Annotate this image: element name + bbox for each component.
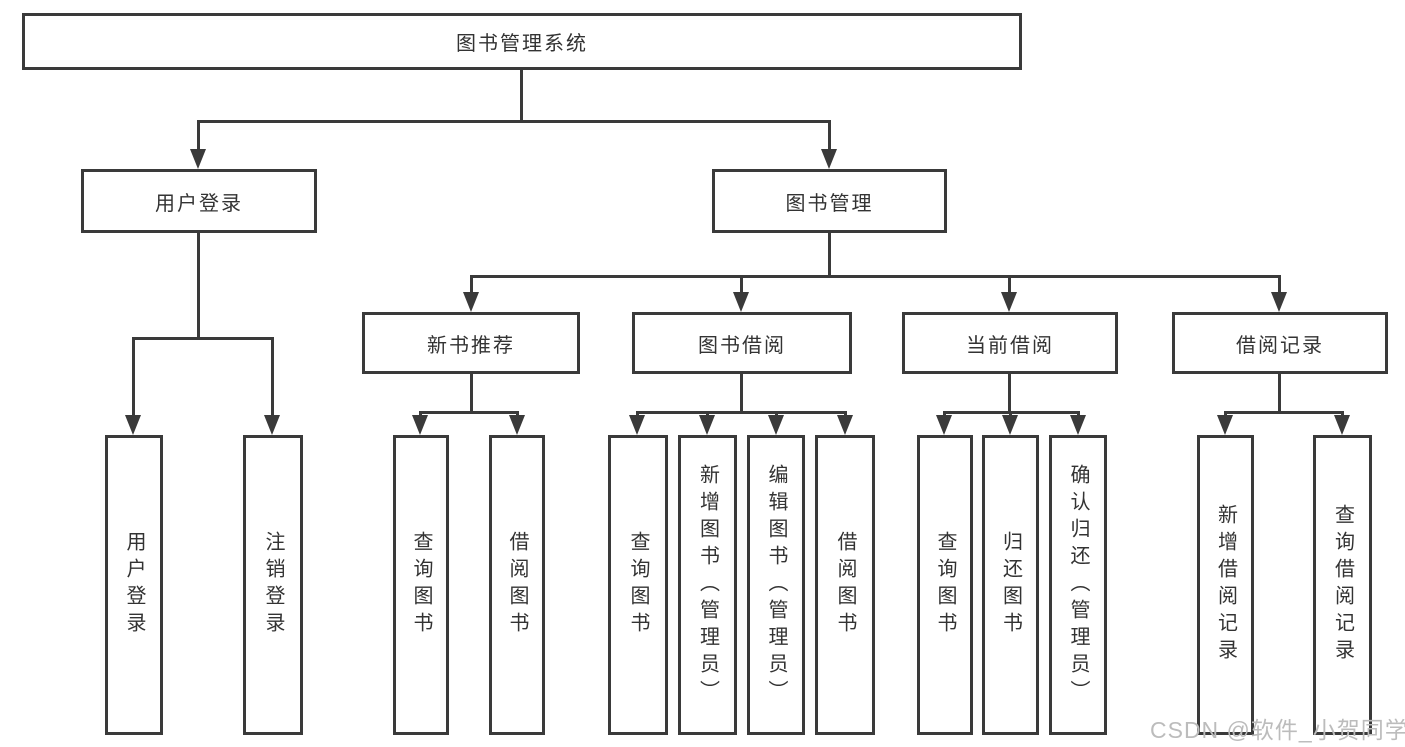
leaf-bb-borrow-books: 借阅图书 bbox=[815, 435, 875, 735]
node-root: 图书管理系统 bbox=[22, 13, 1022, 70]
connector-borrowrecords-rail bbox=[1224, 411, 1344, 414]
connector-userlogin-stem bbox=[197, 120, 200, 150]
leaf-bb-add-books: 新增图书（管理员） bbox=[678, 435, 737, 735]
node-user-login: 用户登录 bbox=[81, 169, 317, 233]
connector-userlogin-down bbox=[197, 233, 200, 337]
connector-root-stem bbox=[520, 70, 523, 121]
connector-cb-confirm-stem bbox=[1077, 411, 1080, 417]
connector-newbook-rail bbox=[419, 411, 519, 414]
arrowhead-currentborrow-icon bbox=[1001, 292, 1017, 312]
connector-bookmgmt-stem bbox=[828, 120, 831, 150]
arrowhead-borrowrecords-icon bbox=[1271, 292, 1287, 312]
connector-br-add-stem bbox=[1224, 411, 1227, 417]
arrowhead-newbook-icon bbox=[463, 292, 479, 312]
connector-root-rail bbox=[197, 120, 831, 123]
arrowhead-userlogin-icon bbox=[190, 149, 206, 169]
connector-nbr-borrow-stem bbox=[516, 411, 519, 417]
arrowhead-cb-query-icon bbox=[936, 415, 952, 435]
arrowhead-cb-return-icon bbox=[1002, 415, 1018, 435]
arrowhead-nbr-query-icon bbox=[412, 415, 428, 435]
leaf-cb-query-books: 查询图书 bbox=[917, 435, 973, 735]
connector-leaf-userlogin-stem bbox=[132, 337, 135, 416]
node-borrow-records: 借阅记录 bbox=[1172, 312, 1388, 374]
leaf-br-add-record: 新增借阅记录 bbox=[1197, 435, 1254, 735]
connector-borrowrecords-stem bbox=[1278, 275, 1281, 293]
connector-cb-query-stem bbox=[943, 411, 946, 417]
connector-borrowrecords-down bbox=[1278, 374, 1281, 411]
arrowhead-leaf-logout-icon bbox=[264, 415, 280, 435]
connector-newbook-stem bbox=[470, 275, 473, 293]
arrowhead-br-add-icon bbox=[1217, 415, 1233, 435]
connector-userlogin-rail bbox=[132, 337, 274, 340]
leaf-nbr-borrow-books: 借阅图书 bbox=[489, 435, 545, 735]
arrowhead-leaf-userlogin-icon bbox=[125, 415, 141, 435]
connector-leaf-logout-stem bbox=[271, 337, 274, 416]
leaf-bb-query-books: 查询图书 bbox=[608, 435, 668, 735]
connector-bb-edit-stem bbox=[775, 411, 778, 417]
arrowhead-bookmgmt-icon bbox=[821, 149, 837, 169]
connector-bb-borrow-stem bbox=[844, 411, 847, 417]
arrowhead-bb-query-icon bbox=[629, 415, 645, 435]
node-book-management: 图书管理 bbox=[712, 169, 947, 233]
connector-currentborrow-stem bbox=[1008, 275, 1011, 293]
connector-bookborrow-rail bbox=[636, 411, 847, 414]
node-new-book-recommend: 新书推荐 bbox=[362, 312, 580, 374]
node-book-borrow: 图书借阅 bbox=[632, 312, 852, 374]
connector-cb-return-stem bbox=[1009, 411, 1012, 417]
connector-currentborrow-down bbox=[1008, 374, 1011, 411]
connector-bookborrow-down bbox=[740, 374, 743, 411]
arrowhead-br-query-icon bbox=[1334, 415, 1350, 435]
connector-bb-add-stem bbox=[706, 411, 709, 417]
leaf-nbr-query-books: 查询图书 bbox=[393, 435, 449, 735]
leaf-cb-return-books: 归还图书 bbox=[982, 435, 1039, 735]
leaf-logout: 注销登录 bbox=[243, 435, 303, 735]
arrowhead-bb-add-icon bbox=[699, 415, 715, 435]
arrowhead-bb-edit-icon bbox=[768, 415, 784, 435]
leaf-user-login: 用户登录 bbox=[105, 435, 163, 735]
arrowhead-bb-borrow-icon bbox=[837, 415, 853, 435]
leaf-br-query-record: 查询借阅记录 bbox=[1313, 435, 1372, 735]
leaf-bb-edit-books: 编辑图书（管理员） bbox=[747, 435, 805, 735]
connector-newbook-down bbox=[470, 374, 473, 411]
connector-bookmgmt-down bbox=[828, 233, 831, 277]
connector-bookmgmt-rail bbox=[470, 275, 1281, 278]
csdn-watermark: CSDN @软件_小贺同学 bbox=[1150, 717, 1405, 743]
connector-bookborrow-stem bbox=[740, 275, 743, 293]
connector-bb-query-stem bbox=[636, 411, 639, 417]
node-current-borrow: 当前借阅 bbox=[902, 312, 1118, 374]
connector-nbr-query-stem bbox=[419, 411, 422, 417]
arrowhead-nbr-borrow-icon bbox=[509, 415, 525, 435]
connector-br-query-stem bbox=[1341, 411, 1344, 417]
arrowhead-bookborrow-icon bbox=[733, 292, 749, 312]
leaf-cb-confirm-return: 确认归还（管理员） bbox=[1049, 435, 1107, 735]
arrowhead-cb-confirm-icon bbox=[1070, 415, 1086, 435]
